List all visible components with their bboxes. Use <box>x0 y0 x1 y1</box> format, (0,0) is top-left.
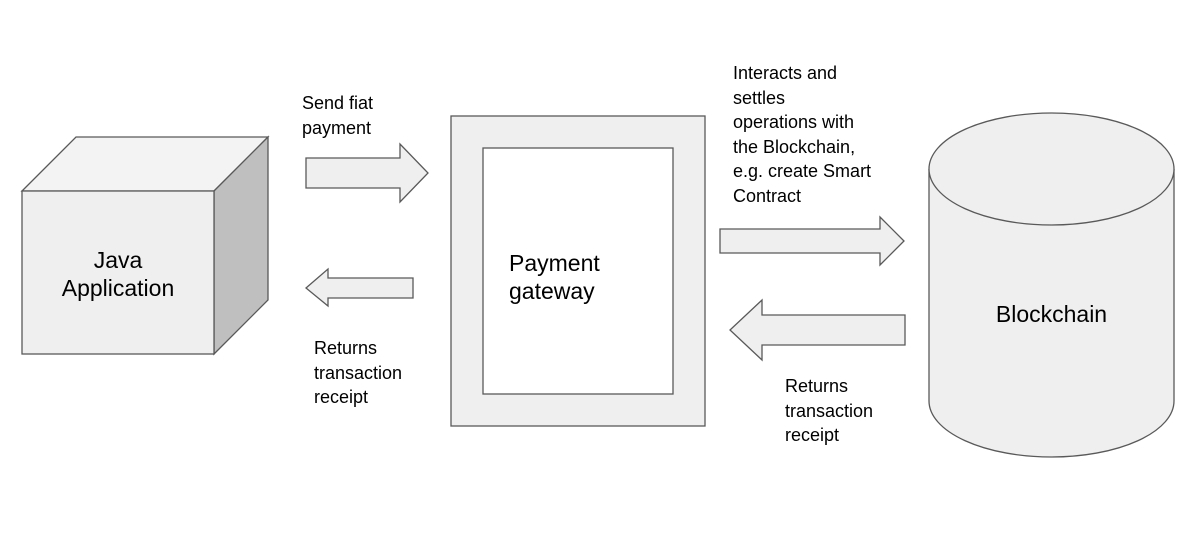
returns-receipt-left-label-line: Returns <box>314 338 378 358</box>
send-fiat-label-line: payment <box>302 117 372 138</box>
blockchain-label: Blockchain <box>929 300 1174 328</box>
interacts-label-line: Contract <box>733 185 802 206</box>
send-fiat-label-line: Send fiat <box>302 93 374 113</box>
interacts-arrow <box>719 215 905 267</box>
interacts-label-line: Interacts and <box>733 63 838 83</box>
interacts-label-line: e.g. create Smart <box>733 161 872 181</box>
returns-receipt-right-label-line: Returns <box>785 376 849 396</box>
returns-receipt-right-label-line: transaction <box>785 400 874 421</box>
cylinder-top <box>928 112 1175 226</box>
returns-receipt-left-label-line: receipt <box>314 387 369 407</box>
gateway-inner-panel <box>482 147 674 395</box>
java-application-label-line: Application <box>61 275 175 301</box>
returns-receipt-right-label: Returns transaction receipt <box>785 374 873 448</box>
send-fiat-label: Send fiat payment <box>302 91 373 140</box>
java-application-label: Java Application <box>22 246 214 302</box>
payment-gateway-label: Payment gateway <box>509 249 600 305</box>
java-application-cube <box>20 135 270 356</box>
returns-receipt-left-label-line: transaction <box>314 362 403 383</box>
payment-gateway-frame <box>450 115 706 427</box>
interacts-label-line: the Blockchain, <box>733 136 856 157</box>
returns-receipt-right-label-line: receipt <box>785 425 840 445</box>
interacts-label-line: operations with <box>733 112 855 132</box>
send-fiat-arrow <box>305 142 429 204</box>
returns-receipt-right-arrow <box>729 298 906 362</box>
cube-front-face <box>21 190 215 355</box>
blockchain-label-text: Blockchain <box>995 301 1108 327</box>
payment-gateway-label-line: gateway <box>509 278 595 304</box>
interacts-label: Interacts and settles operations with th… <box>733 61 871 208</box>
returns-receipt-left-arrow <box>304 267 414 308</box>
returns-receipt-left-label: Returns transaction receipt <box>314 336 402 410</box>
cylinder-body <box>928 169 1175 458</box>
java-application-label-line: Java <box>93 247 143 273</box>
interacts-label-line: settles <box>733 87 786 108</box>
blockchain-cylinder <box>928 112 1175 458</box>
payment-gateway-label-line: Payment <box>509 250 600 276</box>
